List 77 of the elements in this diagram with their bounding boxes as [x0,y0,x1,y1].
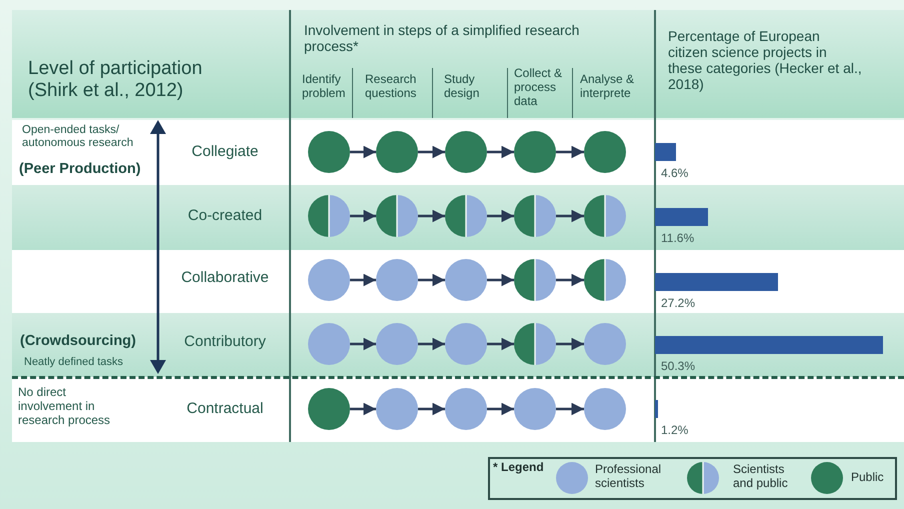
legend-label: Professional scientists [595,463,662,491]
bar [655,400,658,418]
filled-circle [584,131,626,173]
arrow [556,146,584,158]
value-label: 1.2% [661,424,690,438]
bar [655,208,708,226]
group-label: (Crowdsourcing) [20,333,137,350]
split-circle [376,195,418,237]
arrow [556,274,584,286]
value-label: 50.3% [661,360,696,374]
filled-circle [308,323,350,365]
arrow [487,210,514,222]
filled-circle [445,388,487,430]
column-heading: Level of participation (Shirk et al., 2012) [28,58,204,102]
note-text: Neatly defined tasks [24,356,124,369]
arrow [350,402,376,416]
row-label: Co-created [186,207,264,224]
arrow [350,146,376,158]
filled-circle [376,131,418,173]
filled-circle [514,388,556,430]
legend-label: Public [851,471,885,485]
arrow [418,338,445,350]
filled-circle [376,388,418,430]
split-circle [514,259,556,301]
arrow [556,210,584,222]
row-label: Collaborative [180,269,270,286]
step-heading: Study design [444,73,480,101]
split-circle [584,259,626,301]
filled-circle [376,259,418,301]
legend-label: Scientists and public [733,463,789,491]
filled-circle [308,131,350,173]
split-circle [514,195,556,237]
filled-circle [584,323,626,365]
split-circle [445,195,487,237]
filled-circle [376,323,418,365]
arrow [350,210,376,222]
arrow [556,402,584,416]
filled-circle [514,131,556,173]
filled-circle [445,259,487,301]
arrow [418,274,445,286]
filled-circle [308,259,350,301]
row-label: Collegiate [190,143,260,160]
step-heading: Research questions [365,73,418,101]
bar [655,336,883,354]
split-circle [514,323,556,365]
legend-title: * Legend [493,461,545,475]
split-circle [308,195,350,237]
arrow [487,146,514,158]
group-label: (Peer Production) [19,161,142,178]
arrow [487,402,514,416]
column-heading: Involvement in steps of a simplified research process* [304,22,580,54]
note-text: Open-ended tasks/ autonomous research [22,124,134,150]
row-label: Contributory [183,333,267,350]
step-heading: Collect & process data [514,67,564,108]
filled-circle [445,323,487,365]
arrow [350,338,376,350]
filled-circle [445,131,487,173]
arrow [556,338,584,350]
column-heading: Percentage of European citizen science projects in these categories (Hecker et al., 2018) [668,28,863,92]
bar [655,143,676,161]
arrow [418,146,445,158]
note-text: No direct involvement in research process [18,386,112,428]
step-heading: Analyse & interprete [580,73,636,101]
filled-circle [308,388,350,430]
step-heading: Identify problem [302,73,346,101]
row-label: Contractual [186,400,264,418]
value-label: 11.6% [661,232,696,246]
arrow [418,210,445,222]
value-label: 4.6% [661,167,690,181]
bar [655,273,778,291]
filled-circle [584,388,626,430]
arrow [350,274,376,286]
arrow [418,402,445,416]
arrow [487,338,514,350]
arrow [487,274,514,286]
split-circle [584,195,626,237]
value-label: 27.2% [661,297,696,311]
